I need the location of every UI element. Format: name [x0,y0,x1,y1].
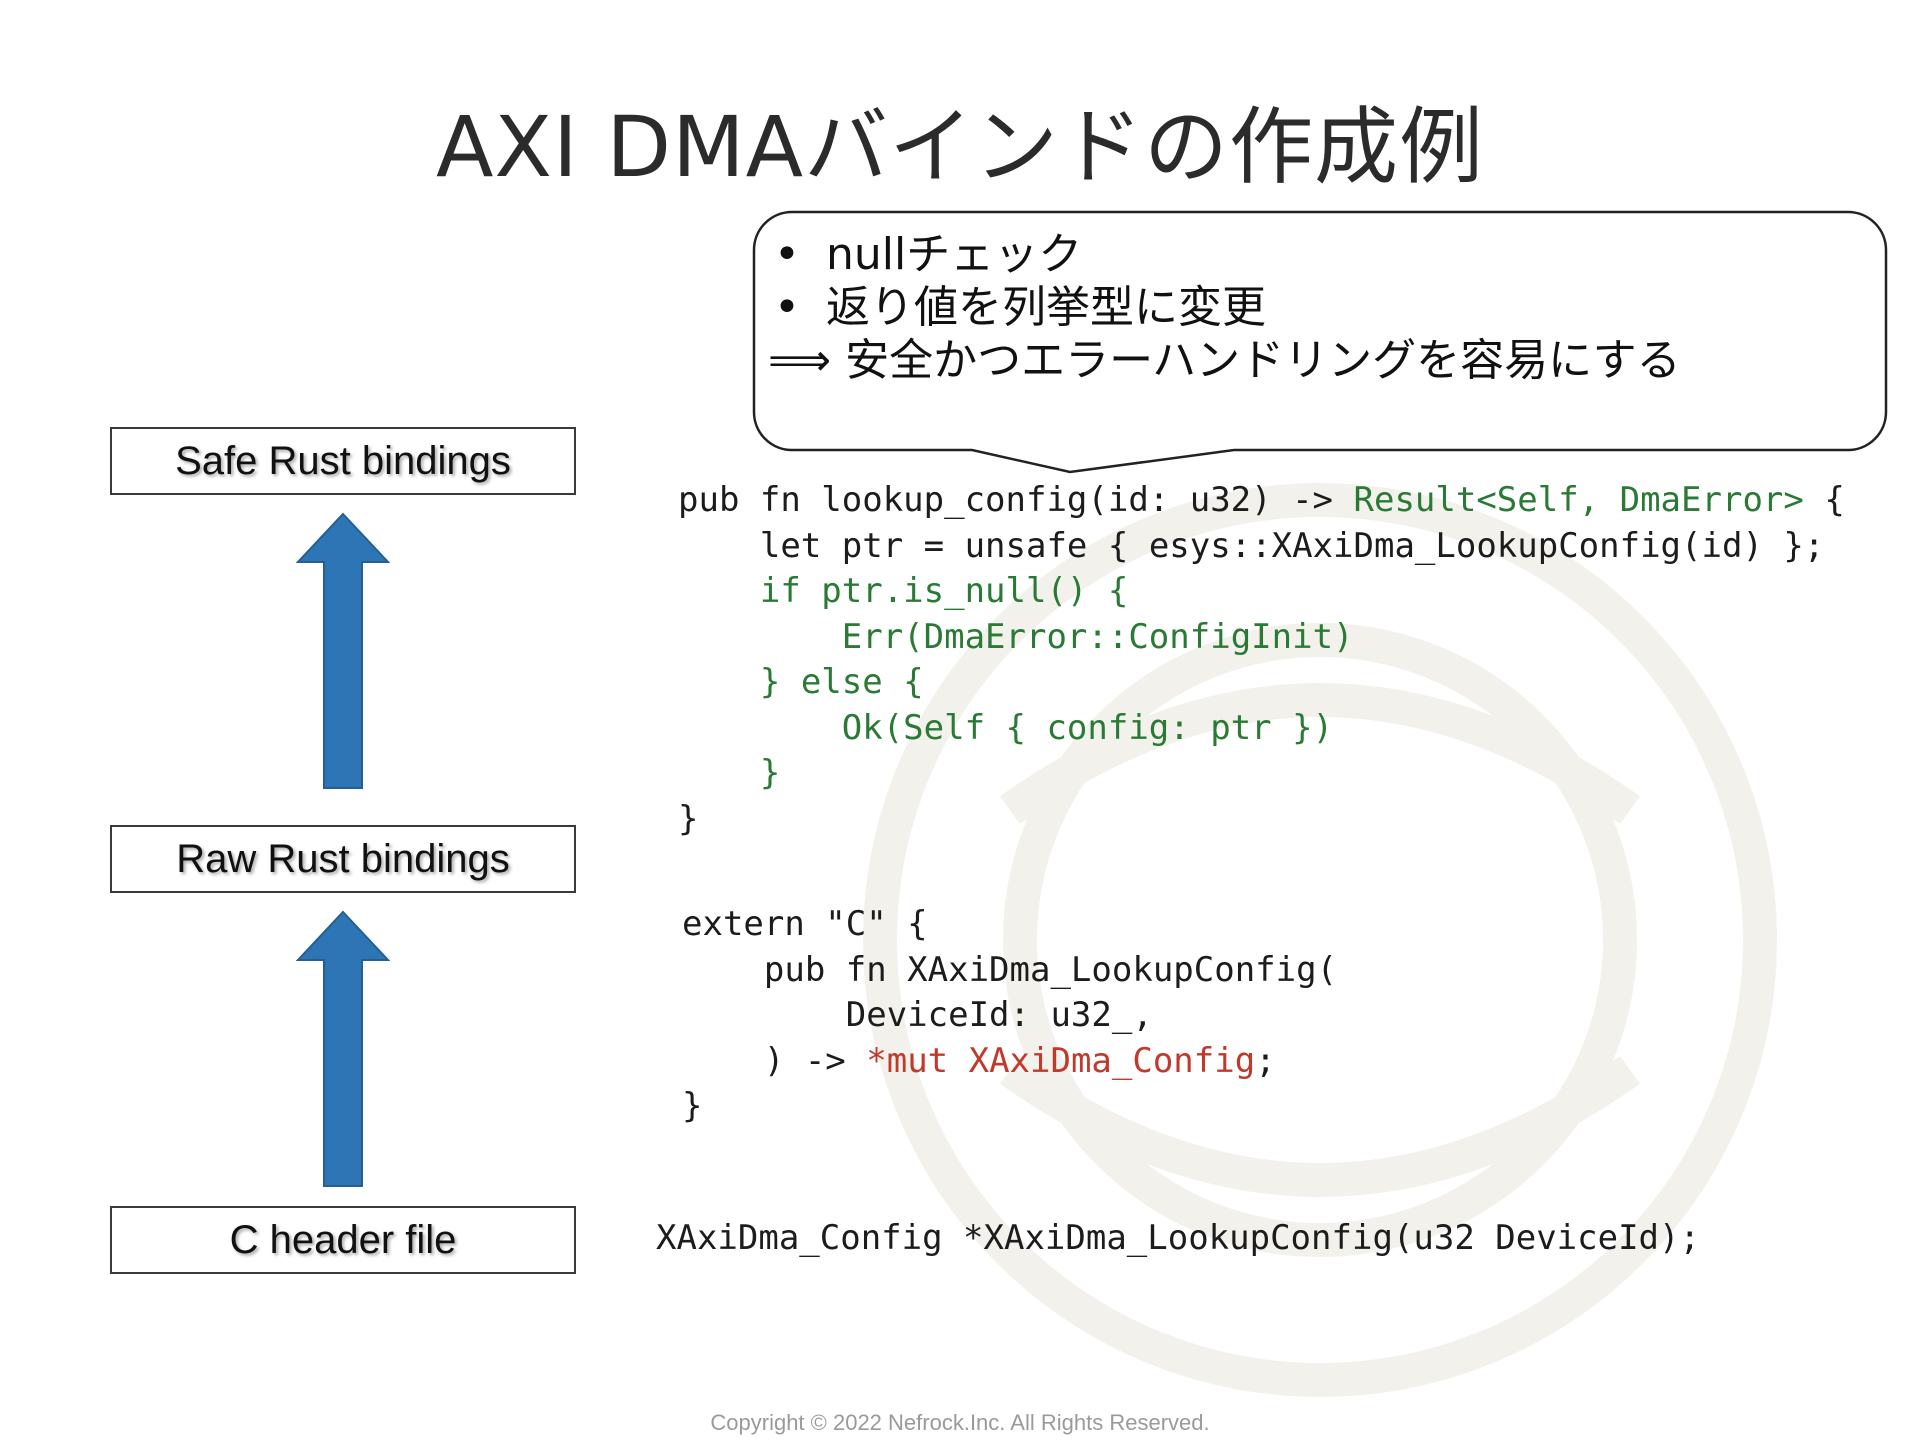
up-arrow-icon [296,910,390,1187]
code-token: } [682,1086,703,1126]
code-token: DeviceId: u32_, [845,995,1153,1035]
code-line: ) -> *mut XAxiDma_Config; [682,1041,1276,1081]
code-token: { [1803,480,1845,520]
code-token: pub fn XAxiDma_LookupConfig( [763,949,1338,990]
code-line: } [678,753,780,793]
code-token: } [759,753,781,793]
callout-bubble: •nullチェック •返り値を列挙型に変更 ⟹ 安全かつエラーハンドリングを容易… [750,210,1890,474]
callout-bullet-2: •返り値を列挙型に変更 [768,281,1868,334]
copyright-footer: Copyright © 2022 Nefrock.Inc. All Rights… [710,1410,1210,1435]
code-token: } else { [759,662,924,702]
code-token: pub fn lookup_config(id: u32) -> [678,480,1354,520]
safe-rust-code: pub fn lookup_config(id: u32) -> Result<… [678,478,1845,842]
callout-outline [752,210,1888,474]
slide-title: AXI DMAバインドの作成例 [435,98,1485,196]
code-line: DeviceId: u32_, [682,995,1153,1035]
code-token: } [678,798,699,839]
code-token: *mut XAxiDma_Config [866,1040,1256,1081]
raw-rust-code: extern "C" { pub fn XAxiDma_LookupConfig… [682,902,1337,1130]
raw-rust-bindings-box: Raw Rust bindings [110,825,576,893]
c-header-code: XAxiDma_Config *XAxiDma_LookupConfig(u32… [656,1218,1700,1258]
code-line: } [678,799,698,839]
callout-conclusion: ⟹ 安全かつエラーハンドリングを容易にする [768,335,1681,386]
code-line: Err(DmaError::ConfigInit) [678,617,1354,657]
code-token: let ptr = unsafe { esys::XAxiDma_LookupC… [759,525,1825,566]
code-line: extern "C" { [682,904,928,944]
code-line: pub fn lookup_config(id: u32) -> Result<… [678,480,1845,520]
safe-rust-bindings-box: Safe Rust bindings [110,427,576,495]
code-line: let ptr = unsafe { esys::XAxiDma_LookupC… [678,526,1824,566]
arrow-shape [296,512,390,789]
code-line: if ptr.is_null() { [678,571,1128,611]
code-token: ) -> [763,1040,867,1081]
code-token: Ok(Self { config: ptr }) [841,707,1334,748]
code-line: } [682,1086,702,1126]
code-token: extern "C" { [682,904,928,944]
callout-bullet-1: •nullチェック [768,228,1868,281]
code-token: Result<Self, DmaError> [1353,480,1804,520]
code-token: ; [1255,1040,1276,1081]
up-arrow-icon [296,512,390,789]
code-token: Err(DmaError::ConfigInit) [841,616,1354,657]
code-line: } else { [678,662,924,702]
bullet-dot: • [774,282,800,333]
code-line: Ok(Self { config: ptr }) [678,708,1333,748]
c-header-file-box: C header file [110,1206,576,1274]
bullet-dot: • [774,229,800,280]
code-line: pub fn XAxiDma_LookupConfig( [682,950,1337,990]
code-token: if ptr.is_null() { [759,571,1129,611]
arrow-shape [296,910,390,1187]
